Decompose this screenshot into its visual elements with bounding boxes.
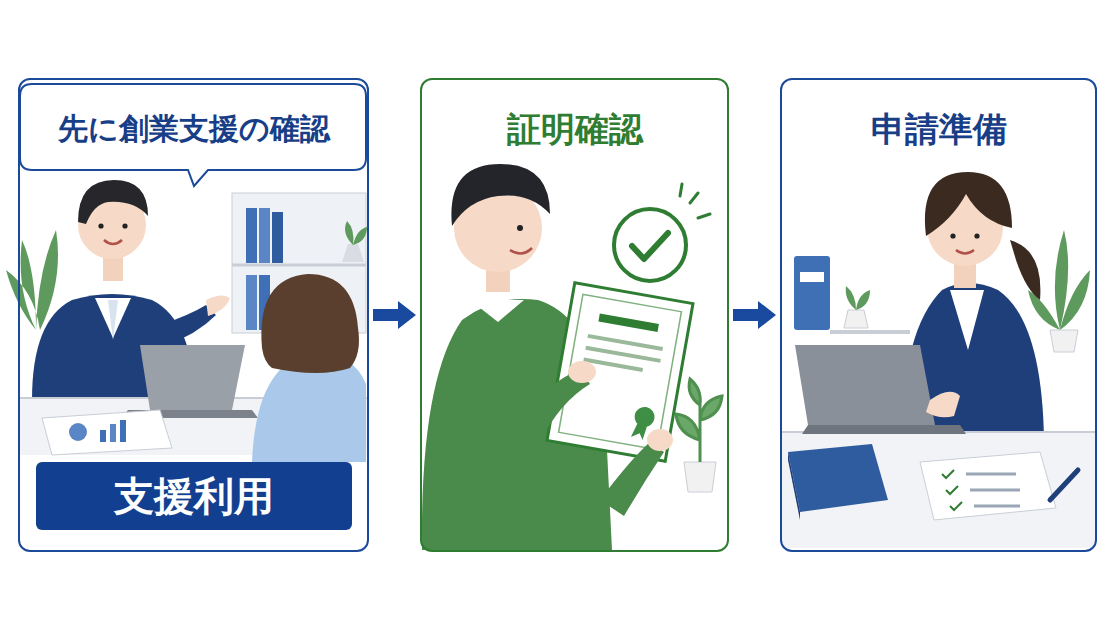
flow-arrow bbox=[373, 301, 416, 329]
flow-arrow bbox=[733, 301, 776, 329]
step-panel: 先に創業支援の確認支援利用 bbox=[18, 78, 369, 552]
title-area: 証明確認 bbox=[422, 94, 727, 166]
title-area: 申請準備 bbox=[782, 94, 1095, 166]
bar-label: 支援利用 bbox=[114, 473, 274, 519]
speech-bubble bbox=[20, 84, 366, 186]
panel-title: 証明確認 bbox=[507, 110, 643, 149]
certificate-scene bbox=[422, 164, 722, 550]
title-area: 先に創業支援の確認 bbox=[20, 86, 367, 172]
step-panel: 証明確認 bbox=[420, 78, 729, 552]
label-bar: 支援利用 bbox=[36, 462, 352, 530]
step-panel: 申請準備 bbox=[780, 78, 1097, 552]
bubble-heading: 先に創業支援の確認 bbox=[58, 112, 330, 147]
panel-title: 申請準備 bbox=[871, 110, 1007, 149]
consultation-scene bbox=[6, 180, 368, 462]
application-scene bbox=[782, 172, 1095, 548]
